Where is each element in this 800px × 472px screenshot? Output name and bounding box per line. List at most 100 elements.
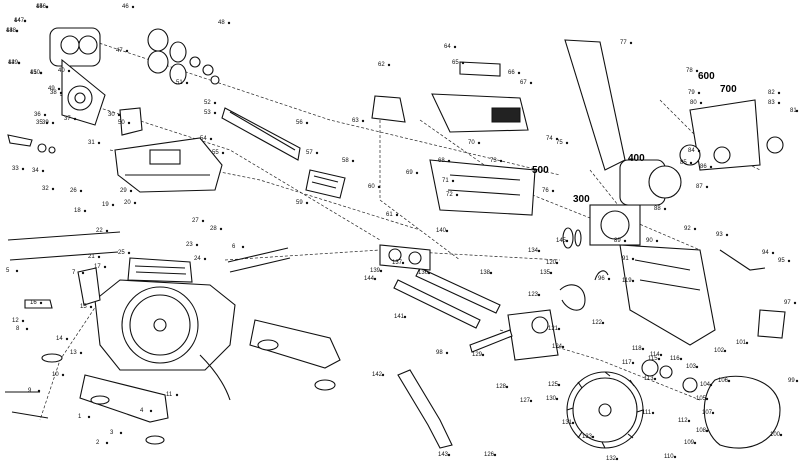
part-number-label: 110	[664, 454, 674, 460]
leader-dot	[659, 353, 663, 357]
part-number-label: 122	[592, 320, 603, 326]
leader-dot	[129, 189, 133, 193]
part-number-label: 53	[204, 110, 211, 116]
leader-dot	[87, 415, 91, 419]
part-number-label: 37	[64, 116, 71, 122]
part-number-label: 76	[542, 188, 549, 194]
part-number-label: 104	[700, 382, 711, 388]
part-number-label: 60	[368, 184, 375, 190]
part-number-label: 7	[72, 270, 76, 276]
part-number-label: 137	[392, 260, 403, 266]
leader-dot	[305, 121, 309, 125]
part-number-label: 119	[622, 278, 632, 284]
leader-dot	[793, 301, 797, 305]
gearbox-assembly	[507, 270, 698, 393]
part-number-label: 54	[200, 136, 207, 142]
part-number-label: 51	[176, 80, 183, 86]
part-number-label: 134	[528, 248, 539, 254]
part-number-label: 142	[372, 372, 383, 378]
leader-dot	[65, 337, 69, 341]
part-number-label: 143	[438, 452, 449, 458]
leader-dot	[45, 121, 49, 125]
base-assembly	[7, 231, 291, 371]
assembly-label: 400	[628, 153, 645, 164]
leader-dot	[221, 151, 225, 155]
part-number-label: 146	[36, 4, 47, 10]
leader-dot	[629, 41, 633, 45]
leader-dot	[51, 121, 55, 125]
leader-dot	[39, 71, 43, 75]
leader-dot	[351, 159, 355, 163]
leader-dot	[379, 269, 383, 273]
part-number-label: 109	[684, 440, 695, 446]
leader-dot	[203, 257, 207, 261]
part-number-label: 57	[306, 150, 313, 156]
leader-dot	[61, 373, 65, 377]
leader-dot	[695, 69, 699, 73]
part-number-label: 15	[80, 304, 87, 310]
part-number-label: 73	[490, 158, 497, 164]
leader-dot	[745, 341, 749, 345]
part-number-label: 121	[548, 326, 559, 332]
leader-dot	[387, 63, 391, 67]
leader-dot	[653, 377, 657, 381]
part-number-label: 133	[582, 434, 593, 440]
leader-dot	[111, 203, 115, 207]
part-number-label: 48	[218, 20, 225, 26]
part-number-label: 35	[36, 120, 43, 126]
part-number-label: 50	[118, 120, 125, 126]
part-number-label: 132	[606, 456, 617, 462]
part-number-label: 95	[778, 258, 785, 264]
leader-dot	[105, 441, 109, 445]
leader-dot	[607, 277, 611, 281]
leader-dot	[555, 397, 559, 401]
part-number-label: 68	[438, 158, 445, 164]
handle-assembly	[371, 39, 626, 216]
part-number-label: 118	[632, 346, 642, 352]
part-number-label: 41	[30, 70, 37, 76]
extension-arms	[5, 319, 341, 445]
leader-dot	[201, 219, 205, 223]
leader-dot	[133, 201, 137, 205]
leader-dot	[555, 137, 559, 141]
leader-dot	[57, 87, 61, 91]
part-number-label: 47	[116, 48, 123, 54]
part-number-label: 78	[686, 68, 693, 74]
saw-blade	[566, 371, 644, 449]
leader-dot	[711, 411, 715, 415]
part-number-label: 81	[790, 108, 797, 114]
leader-dot	[21, 167, 25, 171]
leader-dot	[23, 19, 27, 23]
leader-dot	[505, 385, 509, 389]
part-number-label: 105	[696, 396, 707, 402]
leader-dot	[787, 259, 791, 263]
part-number-label: 89	[614, 238, 621, 244]
leader-dot	[565, 239, 569, 243]
blade-guard	[619, 244, 781, 449]
leader-dot	[73, 117, 77, 121]
part-number-label: 9	[28, 388, 32, 394]
leader-dot	[537, 293, 541, 297]
part-number-label: 93	[716, 232, 723, 238]
part-number-label: 74	[546, 136, 553, 142]
part-number-label: 28	[210, 226, 217, 232]
part-number-label: 92	[684, 226, 691, 232]
part-number-label: 2	[96, 440, 100, 446]
leader-dot	[663, 207, 667, 211]
leader-dot	[15, 29, 19, 33]
part-number-label: 135	[540, 270, 551, 276]
leader-dot	[241, 245, 245, 249]
right-bracket	[719, 249, 786, 339]
part-number-label: 147	[14, 18, 25, 24]
leader-dot	[695, 365, 699, 369]
leader-dot	[777, 101, 781, 105]
leader-dot	[373, 277, 377, 281]
leader-dot	[445, 351, 449, 355]
leader-dot	[517, 71, 521, 75]
leader-dot	[127, 251, 131, 255]
part-number-label: 123	[528, 292, 539, 298]
leader-dot	[119, 431, 123, 435]
part-number-label: 62	[378, 62, 385, 68]
